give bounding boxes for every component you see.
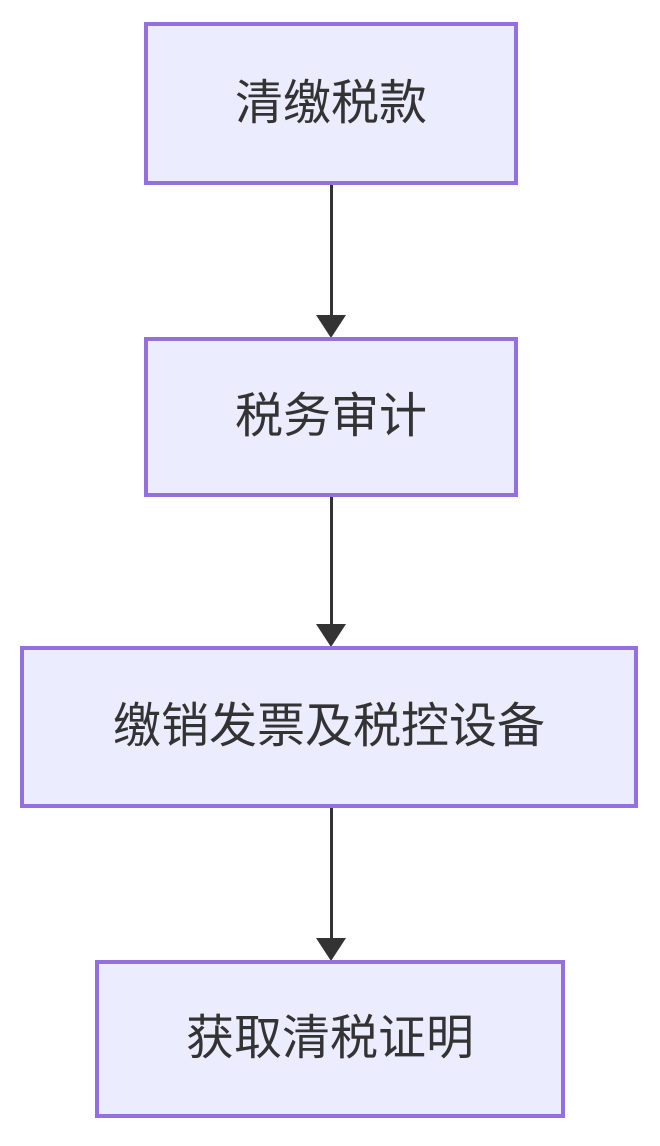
flow-arrow-1 bbox=[316, 185, 346, 338]
flow-node-label: 获取清税证明 bbox=[185, 1012, 474, 1065]
arrow-head-down-icon bbox=[316, 938, 346, 961]
flow-node-tax-audit: 税务审计 bbox=[144, 337, 518, 497]
arrow-line bbox=[329, 185, 333, 318]
flow-node-get-clearance-cert: 获取清税证明 bbox=[95, 960, 565, 1118]
arrow-line bbox=[329, 497, 333, 627]
flow-node-cancel-invoices: 缴销发票及税控设备 bbox=[20, 646, 638, 808]
arrow-line bbox=[329, 808, 333, 941]
arrow-head-down-icon bbox=[316, 315, 346, 338]
flow-arrow-3 bbox=[316, 808, 346, 961]
flow-node-pay-taxes: 清缴税款 bbox=[144, 22, 518, 185]
arrow-head-down-icon bbox=[316, 624, 346, 647]
flow-node-label: 缴销发票及税控设备 bbox=[112, 700, 545, 753]
flow-arrow-2 bbox=[316, 497, 346, 647]
flow-node-label: 清缴税款 bbox=[234, 76, 427, 130]
flow-node-label: 税务审计 bbox=[234, 390, 427, 443]
